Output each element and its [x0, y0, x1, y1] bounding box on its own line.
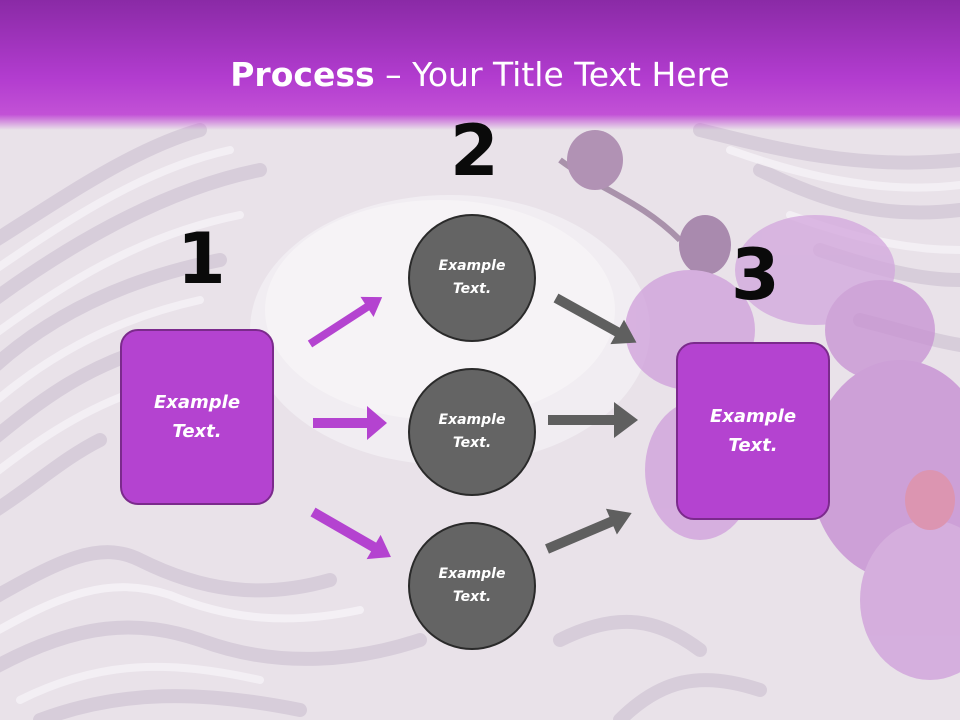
step-number-1: 1 — [177, 218, 226, 300]
step-number-2: 2 — [450, 110, 499, 192]
step2-node-bottom-text: Example Text. — [438, 566, 506, 605]
step2-node-top[interactable]: Example Text. — [408, 214, 536, 342]
step2-node-bottom[interactable]: Example Text. — [408, 522, 536, 650]
step3-box-text: Example Text. — [709, 406, 797, 456]
slide-title: Process – Your Title Text Here — [0, 56, 960, 94]
step2-node-top-text: Example Text. — [438, 258, 506, 297]
title-banner — [0, 0, 960, 130]
title-bold: Process — [230, 55, 375, 94]
title-rest: – Your Title Text Here — [374, 55, 730, 94]
arrow-from-bottom-node — [545, 508, 632, 554]
arrow-from-top-node — [553, 293, 637, 345]
arrow-to-top-node — [307, 296, 383, 348]
arrow-to-middle-node — [313, 406, 387, 440]
step-number-3: 3 — [731, 234, 780, 316]
arrow-to-bottom-node — [310, 507, 391, 560]
left-arrow-group — [307, 296, 391, 560]
step2-node-middle[interactable]: Example Text. — [408, 368, 536, 496]
step2-node-middle-text: Example Text. — [438, 412, 506, 451]
step1-box-text: Example Text. — [153, 392, 241, 442]
arrow-from-middle-node — [548, 402, 638, 438]
right-arrow-group — [545, 293, 638, 554]
step3-box[interactable]: Example Text. — [676, 342, 830, 520]
step1-box[interactable]: Example Text. — [120, 329, 274, 505]
